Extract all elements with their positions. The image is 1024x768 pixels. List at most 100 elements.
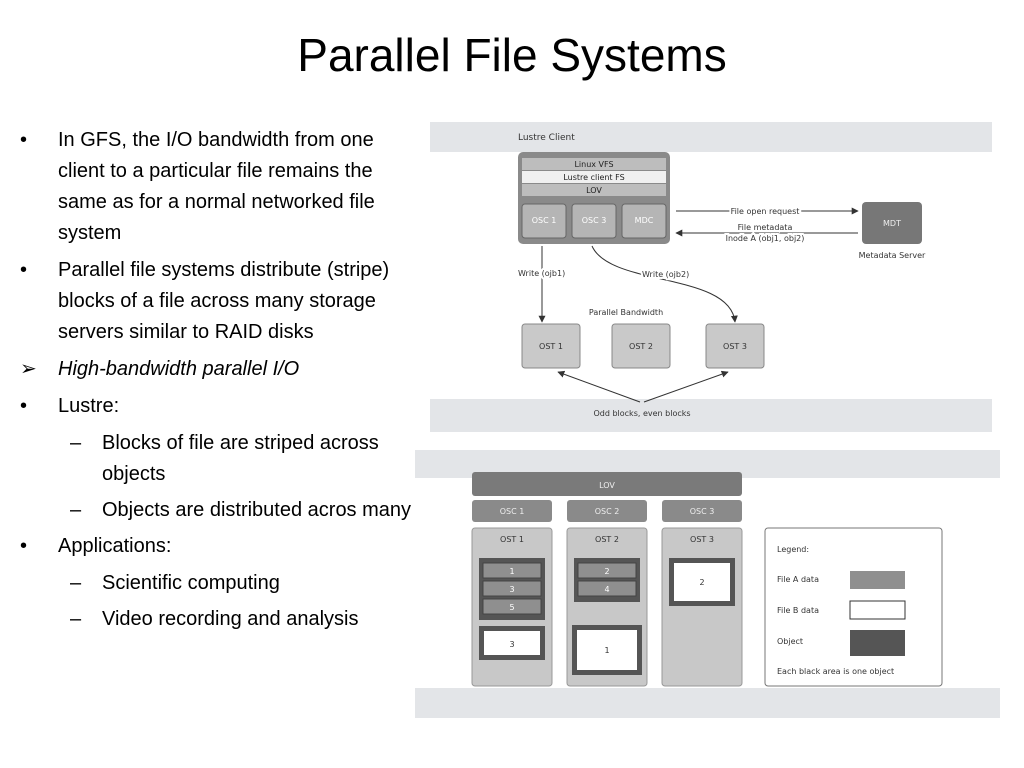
ost2-block-label-1: 2 — [604, 567, 609, 576]
bullet-text: Applications: — [58, 535, 172, 557]
legend-file-a-swatch — [850, 571, 905, 589]
client-layer-lov — [522, 184, 666, 196]
bullet-text: Parallel file systems distribute (stripe… — [58, 259, 390, 343]
ost1-block-label-3: 5 — [509, 603, 514, 612]
ost1-block-label-1: 1 — [509, 567, 514, 576]
osc-box-2 — [571, 203, 617, 239]
bullet-item: –Blocks of file are striped across objec… — [20, 428, 415, 490]
bullet-item: • Lustre: — [20, 391, 415, 422]
ost2-block-1 — [577, 562, 637, 579]
lov-label: LOV — [599, 481, 615, 490]
ost1-block-2 — [482, 580, 542, 597]
osc-bar-1 — [472, 500, 552, 522]
osc-bar-label-2: OSC 2 — [595, 507, 620, 516]
bullet-text: Lustre: — [58, 395, 120, 417]
dash-bullet-icon: – — [70, 572, 82, 594]
bullet-icon: • — [20, 129, 28, 151]
ost1-file-b-block — [484, 631, 540, 655]
client-layer-lustre-fs — [522, 171, 666, 183]
object-striping-diagram: LOV OSC 1 OSC 2 OSC 3 OST 1 OST 2 OST 3 … — [415, 450, 1000, 718]
write-label-2: Write (ojb2) — [642, 270, 689, 279]
ost1-block-1 — [482, 562, 542, 579]
lov-bar — [472, 472, 742, 496]
ost1-file-b-label: 3 — [509, 640, 514, 649]
bullet-icon: • — [20, 395, 28, 417]
legend-object-label: Object — [777, 637, 803, 646]
ost2-file-b-label: 1 — [604, 646, 609, 655]
ost1-block-label-2: 3 — [509, 585, 514, 594]
legend-file-b-label: File B data — [777, 606, 819, 615]
bullet-icon: • — [20, 259, 28, 281]
legend-title: Legend: — [777, 545, 809, 554]
bullet-text: In GFS, the I/O bandwidth from one clien… — [58, 129, 375, 244]
legend-note: Each black area is one object — [777, 667, 894, 676]
bullet-list: • In GFS, the I/O bandwidth from one clie… — [20, 125, 600, 640]
dash-bullet-icon: – — [70, 499, 82, 521]
legend-file-b-swatch — [849, 600, 906, 620]
osc-label-3: MDC — [635, 216, 654, 225]
bullet-icon: • — [20, 535, 28, 557]
client-layer-label-3: LOV — [586, 186, 602, 195]
osc-bar-label-3: OSC 3 — [690, 507, 715, 516]
ost-box-3 — [705, 323, 765, 369]
bullet-item: –Scientific computing — [20, 568, 415, 599]
bullet-item: –Objects are distributed acros many para… — [20, 495, 600, 526]
parallel-bandwidth-label: Parallel Bandwidth — [589, 308, 663, 317]
osc-label-2: OSC 3 — [582, 216, 607, 225]
ost3-file-b-label: 2 — [699, 578, 704, 587]
bullet-item: –Video recording and analysis — [20, 604, 415, 635]
ost-box-1 — [521, 323, 581, 369]
bullet-text: Video recording and analysis — [102, 608, 359, 630]
lustre-client-header: Lustre Client — [518, 133, 575, 143]
legend-file-a-label: File A data — [777, 575, 819, 584]
arrow-bullet-icon: ➢ — [20, 358, 37, 380]
mdt-label: MDT — [883, 219, 901, 228]
ost-column-label-2: OST 2 — [595, 535, 619, 544]
ost2-file-b-block — [577, 630, 637, 670]
osc-box-1 — [521, 203, 567, 239]
osc-label-1: OSC 1 — [532, 216, 557, 225]
ost2-block-2 — [577, 580, 637, 597]
write-label-1: Write (ojb1) — [518, 269, 565, 278]
diagram-bottom-footer-band — [415, 688, 1000, 718]
dash-bullet-icon: – — [70, 432, 82, 454]
mdt-box — [862, 202, 922, 244]
bullet-text: Scientific computing — [102, 572, 280, 594]
metadata-server-label: Metadata Server — [859, 251, 926, 260]
dash-bullet-icon: – — [70, 608, 82, 630]
file-open-request-label: File open request — [731, 207, 800, 216]
ost-column-label-3: OST 3 — [690, 535, 714, 544]
osc-box-3 — [621, 203, 667, 239]
ost-label-3: OST 3 — [723, 342, 747, 351]
even-blocks-arrow — [643, 370, 729, 403]
lustre-client-diagram: Lustre Client Linux VFS Lustre client FS… — [430, 122, 992, 432]
ost3-file-b-block — [674, 563, 730, 601]
diagram-top-header-band — [430, 122, 992, 152]
client-layer-linux-vfs — [522, 158, 666, 170]
ost2-block-label-2: 4 — [604, 585, 609, 594]
file-metadata-label-1: File metadata — [738, 223, 793, 232]
bullet-item: • Parallel file systems distribute (strip… — [20, 255, 415, 348]
ost-box-2 — [611, 323, 671, 369]
client-layer-label-1: Linux VFS — [574, 160, 613, 169]
slide-title: Parallel File Systems — [297, 29, 727, 81]
diagram-top-footer-band — [430, 399, 992, 432]
ost1-block-3 — [482, 598, 542, 615]
bullet-item: • In GFS, the I/O bandwidth from one clie… — [20, 125, 415, 249]
osc-bar-label-1: OSC 1 — [500, 507, 525, 516]
odd-even-blocks-label: Odd blocks, even blocks — [593, 409, 690, 418]
legend-object-swatch — [850, 630, 905, 656]
osc-bar-3 — [662, 500, 742, 522]
client-layer-label-2: Lustre client FS — [563, 173, 624, 182]
bullet-text: High-bandwidth parallel I/O — [58, 358, 300, 380]
odd-blocks-arrow — [557, 370, 641, 403]
bullet-text: Blocks of file are striped across object… — [102, 432, 379, 485]
ost-column-label-1: OST 1 — [500, 535, 524, 544]
osc-bar-2 — [567, 500, 647, 522]
bullet-item: • Applications: — [20, 531, 415, 562]
diagram-top-background — [430, 122, 992, 432]
ost-column-3 — [661, 527, 743, 687]
write-arrow-2 — [591, 245, 738, 323]
file-metadata-label-2: Inode A (obj1, obj2) — [726, 234, 805, 243]
bullet-item: ➢ High-bandwidth parallel I/O — [20, 354, 415, 385]
